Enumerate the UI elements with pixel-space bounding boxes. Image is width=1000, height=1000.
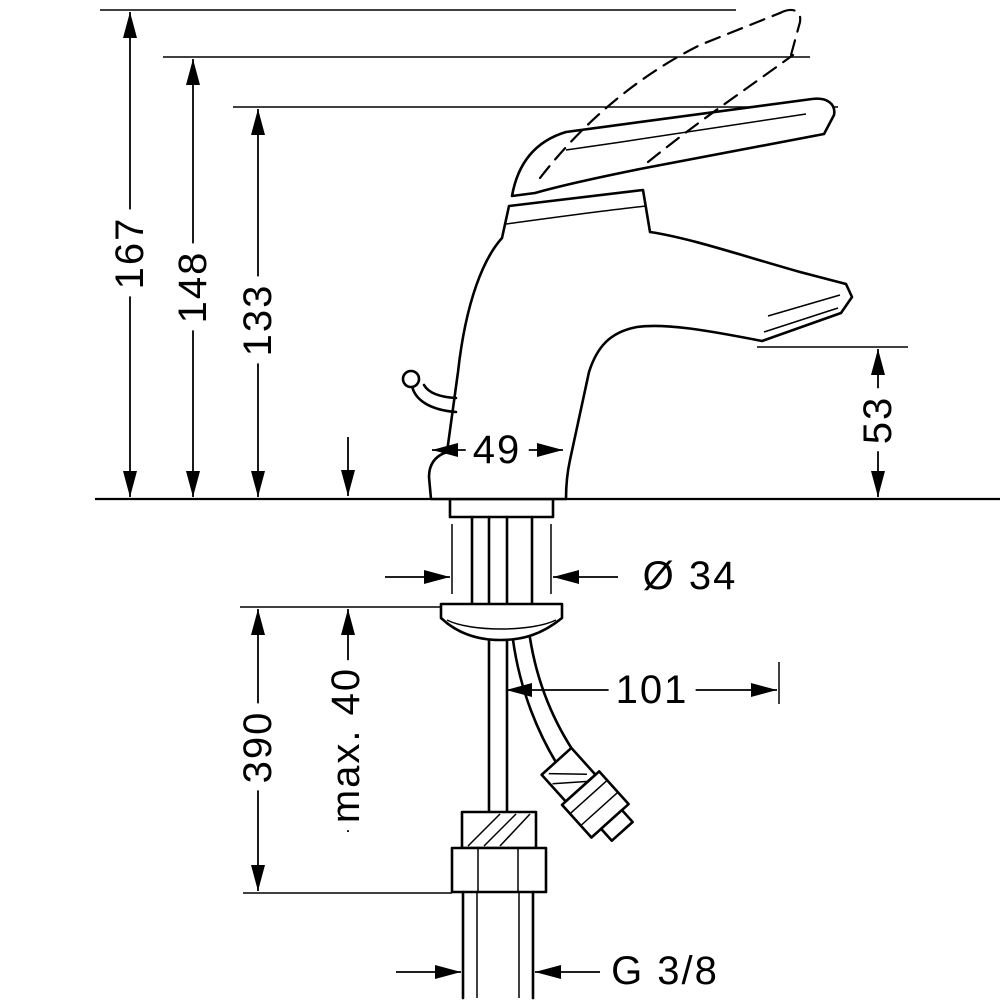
dimension-label-max-mounting-thickness: max. 40	[324, 659, 368, 831]
dimension-label-raised-lever-height: 148	[171, 243, 215, 331]
dimension-label-lever-height: 133	[236, 276, 280, 364]
handle-raised-dashed	[538, 8, 802, 180]
dimension-label-connection-thread: G 3/8	[604, 949, 726, 993]
dimension-label-shank-diameter: Ø 34	[635, 554, 745, 598]
dimension-label-hose-length: 390	[236, 703, 280, 791]
popup-rod	[401, 369, 458, 414]
faucet-handle	[510, 97, 836, 198]
supply-hose-straight	[450, 638, 548, 1000]
faucet-body	[427, 188, 854, 501]
extension-lines	[100, 9, 908, 894]
dimension-label-base-width: 49	[465, 428, 529, 472]
dimension-label-spout-height: 53	[856, 388, 900, 452]
mounting-hardware	[439, 497, 564, 642]
dimension-label-overall-height: 167	[108, 209, 152, 297]
supply-hose-angled	[511, 636, 634, 843]
dimension-label-hose-offset: 101	[608, 668, 696, 712]
